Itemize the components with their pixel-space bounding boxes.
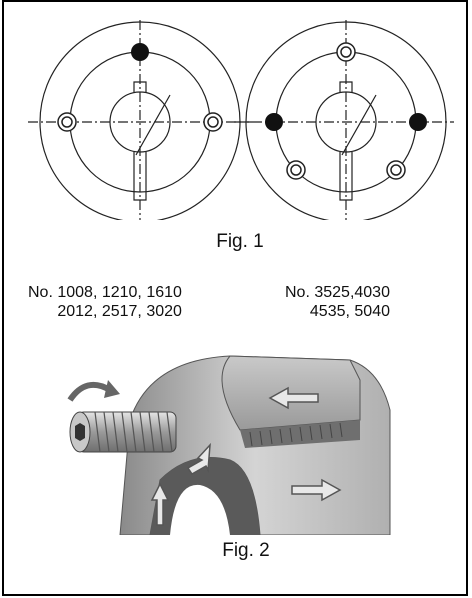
arrow-right-icon	[291, 478, 342, 502]
set-screw	[69, 411, 177, 453]
split-left	[133, 152, 147, 201]
bore-shadow	[150, 457, 260, 535]
left-models-line-2: 2012, 2517, 3020	[57, 303, 182, 320]
open-hole-left-b-inner	[207, 116, 219, 128]
radius-line-right	[341, 94, 377, 156]
hex-socket-icon	[75, 423, 85, 441]
split-right	[339, 152, 353, 201]
arrow-up-icon	[150, 482, 170, 526]
fig1-drawing	[28, 20, 454, 220]
solid-hole-top-left	[131, 43, 149, 61]
solid-hole-right-l	[265, 113, 283, 131]
arrow-left-icon	[268, 386, 319, 410]
open-hole-left-a-inner	[61, 116, 73, 128]
left-models-line-1: No. 1008, 1210, 1610	[28, 284, 182, 301]
solid-hole-right-r	[409, 113, 427, 131]
rotate-arrow-icon	[67, 381, 112, 402]
hub-top-block	[221, 355, 361, 431]
radius-line-left	[135, 94, 171, 156]
right-models-line-2: 4535, 5040	[309, 303, 390, 320]
keyway-left	[133, 81, 147, 92]
open-hole-right-bl-inner	[290, 164, 302, 176]
open-hole-right-br-inner	[390, 164, 402, 176]
open-hole-right-top-inner	[340, 46, 352, 58]
fig1-caption: Fig. 1	[216, 231, 264, 252]
left-model-numbers: No. 1008, 1210, 1610 2012, 2517, 3020	[28, 283, 182, 321]
right-models-line-1: No. 3525,4030	[285, 284, 390, 301]
arrow-diagonal-icon	[186, 442, 211, 475]
right-model-numbers: No. 3525,4030 4535, 5040	[285, 283, 390, 321]
fig2-illustration	[67, 355, 391, 535]
keyway-right	[339, 81, 353, 92]
fig2-caption: Fig. 2	[222, 540, 270, 561]
